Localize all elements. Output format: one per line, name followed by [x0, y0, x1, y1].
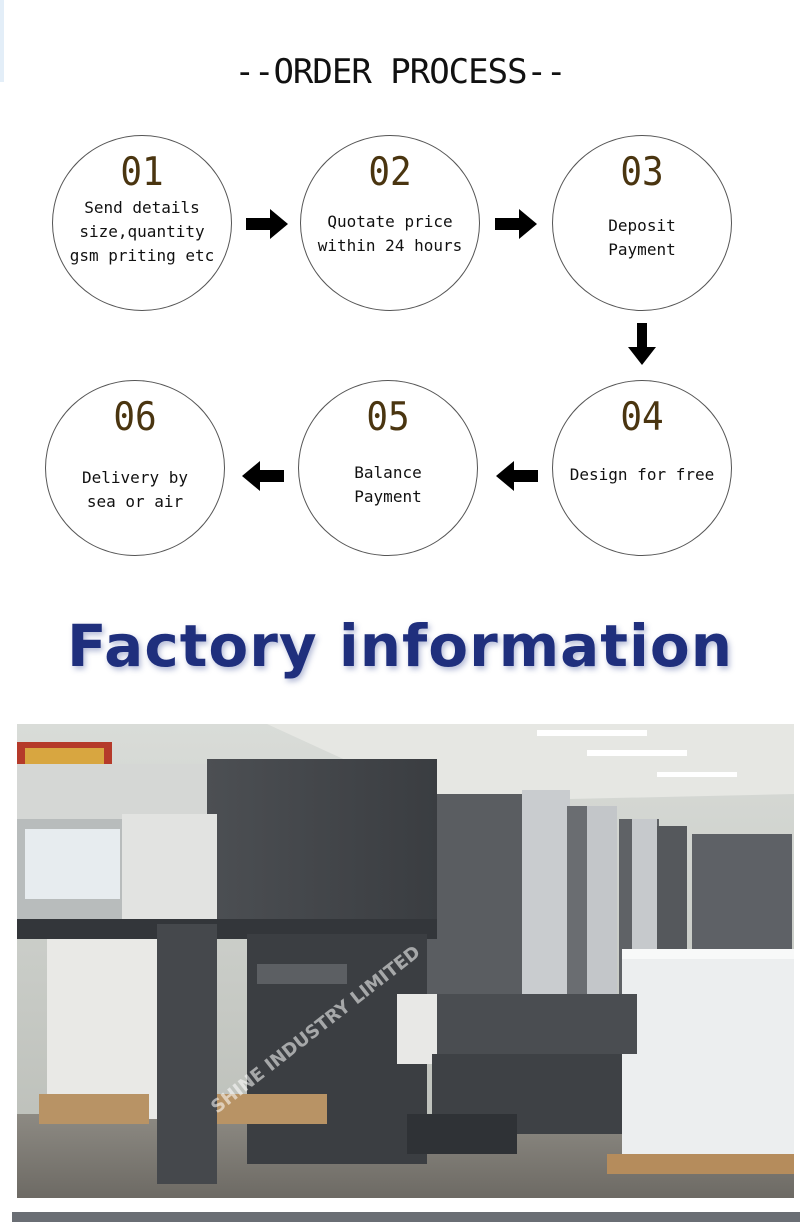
step-number: 02	[368, 149, 412, 196]
order-process-title: --ORDER PROCESS--	[234, 52, 567, 92]
arrow-down-icon	[628, 323, 656, 365]
edge-decoration	[0, 0, 4, 82]
step-text: Balance Payment	[354, 463, 422, 506]
step-number: 06	[113, 394, 157, 441]
arrow-right-icon	[495, 209, 537, 239]
step-text: Quotate price within 24 hours	[317, 212, 463, 255]
step-04: 04 Design for free	[552, 380, 732, 556]
step-number: 01	[120, 149, 164, 196]
arrow-left-icon	[242, 461, 284, 491]
arrow-right-icon	[246, 209, 288, 239]
step-number: 05	[366, 394, 410, 441]
step-05: 05 Balance Payment	[298, 380, 478, 556]
step-text: Design for free	[569, 465, 715, 484]
step-text: Send details size,quantity gsm priting e…	[69, 198, 215, 265]
factory-information-title: Factory information	[66, 612, 734, 680]
step-text: Deposit Payment	[608, 216, 676, 259]
step-number: 04	[620, 394, 664, 441]
arrow-left-icon	[496, 461, 538, 491]
next-photo-edge	[12, 1212, 800, 1222]
step-03: 03 Deposit Payment	[552, 135, 732, 311]
step-06: 06 Delivery by sea or air	[45, 380, 225, 556]
step-number: 03	[620, 149, 664, 196]
factory-photo: SHINE INDUSTRY LIMITED	[17, 724, 794, 1198]
step-01: 01 Send details size,quantity gsm pritin…	[52, 135, 232, 311]
step-text: Delivery by sea or air	[82, 468, 188, 511]
step-02: 02 Quotate price within 24 hours	[300, 135, 480, 311]
